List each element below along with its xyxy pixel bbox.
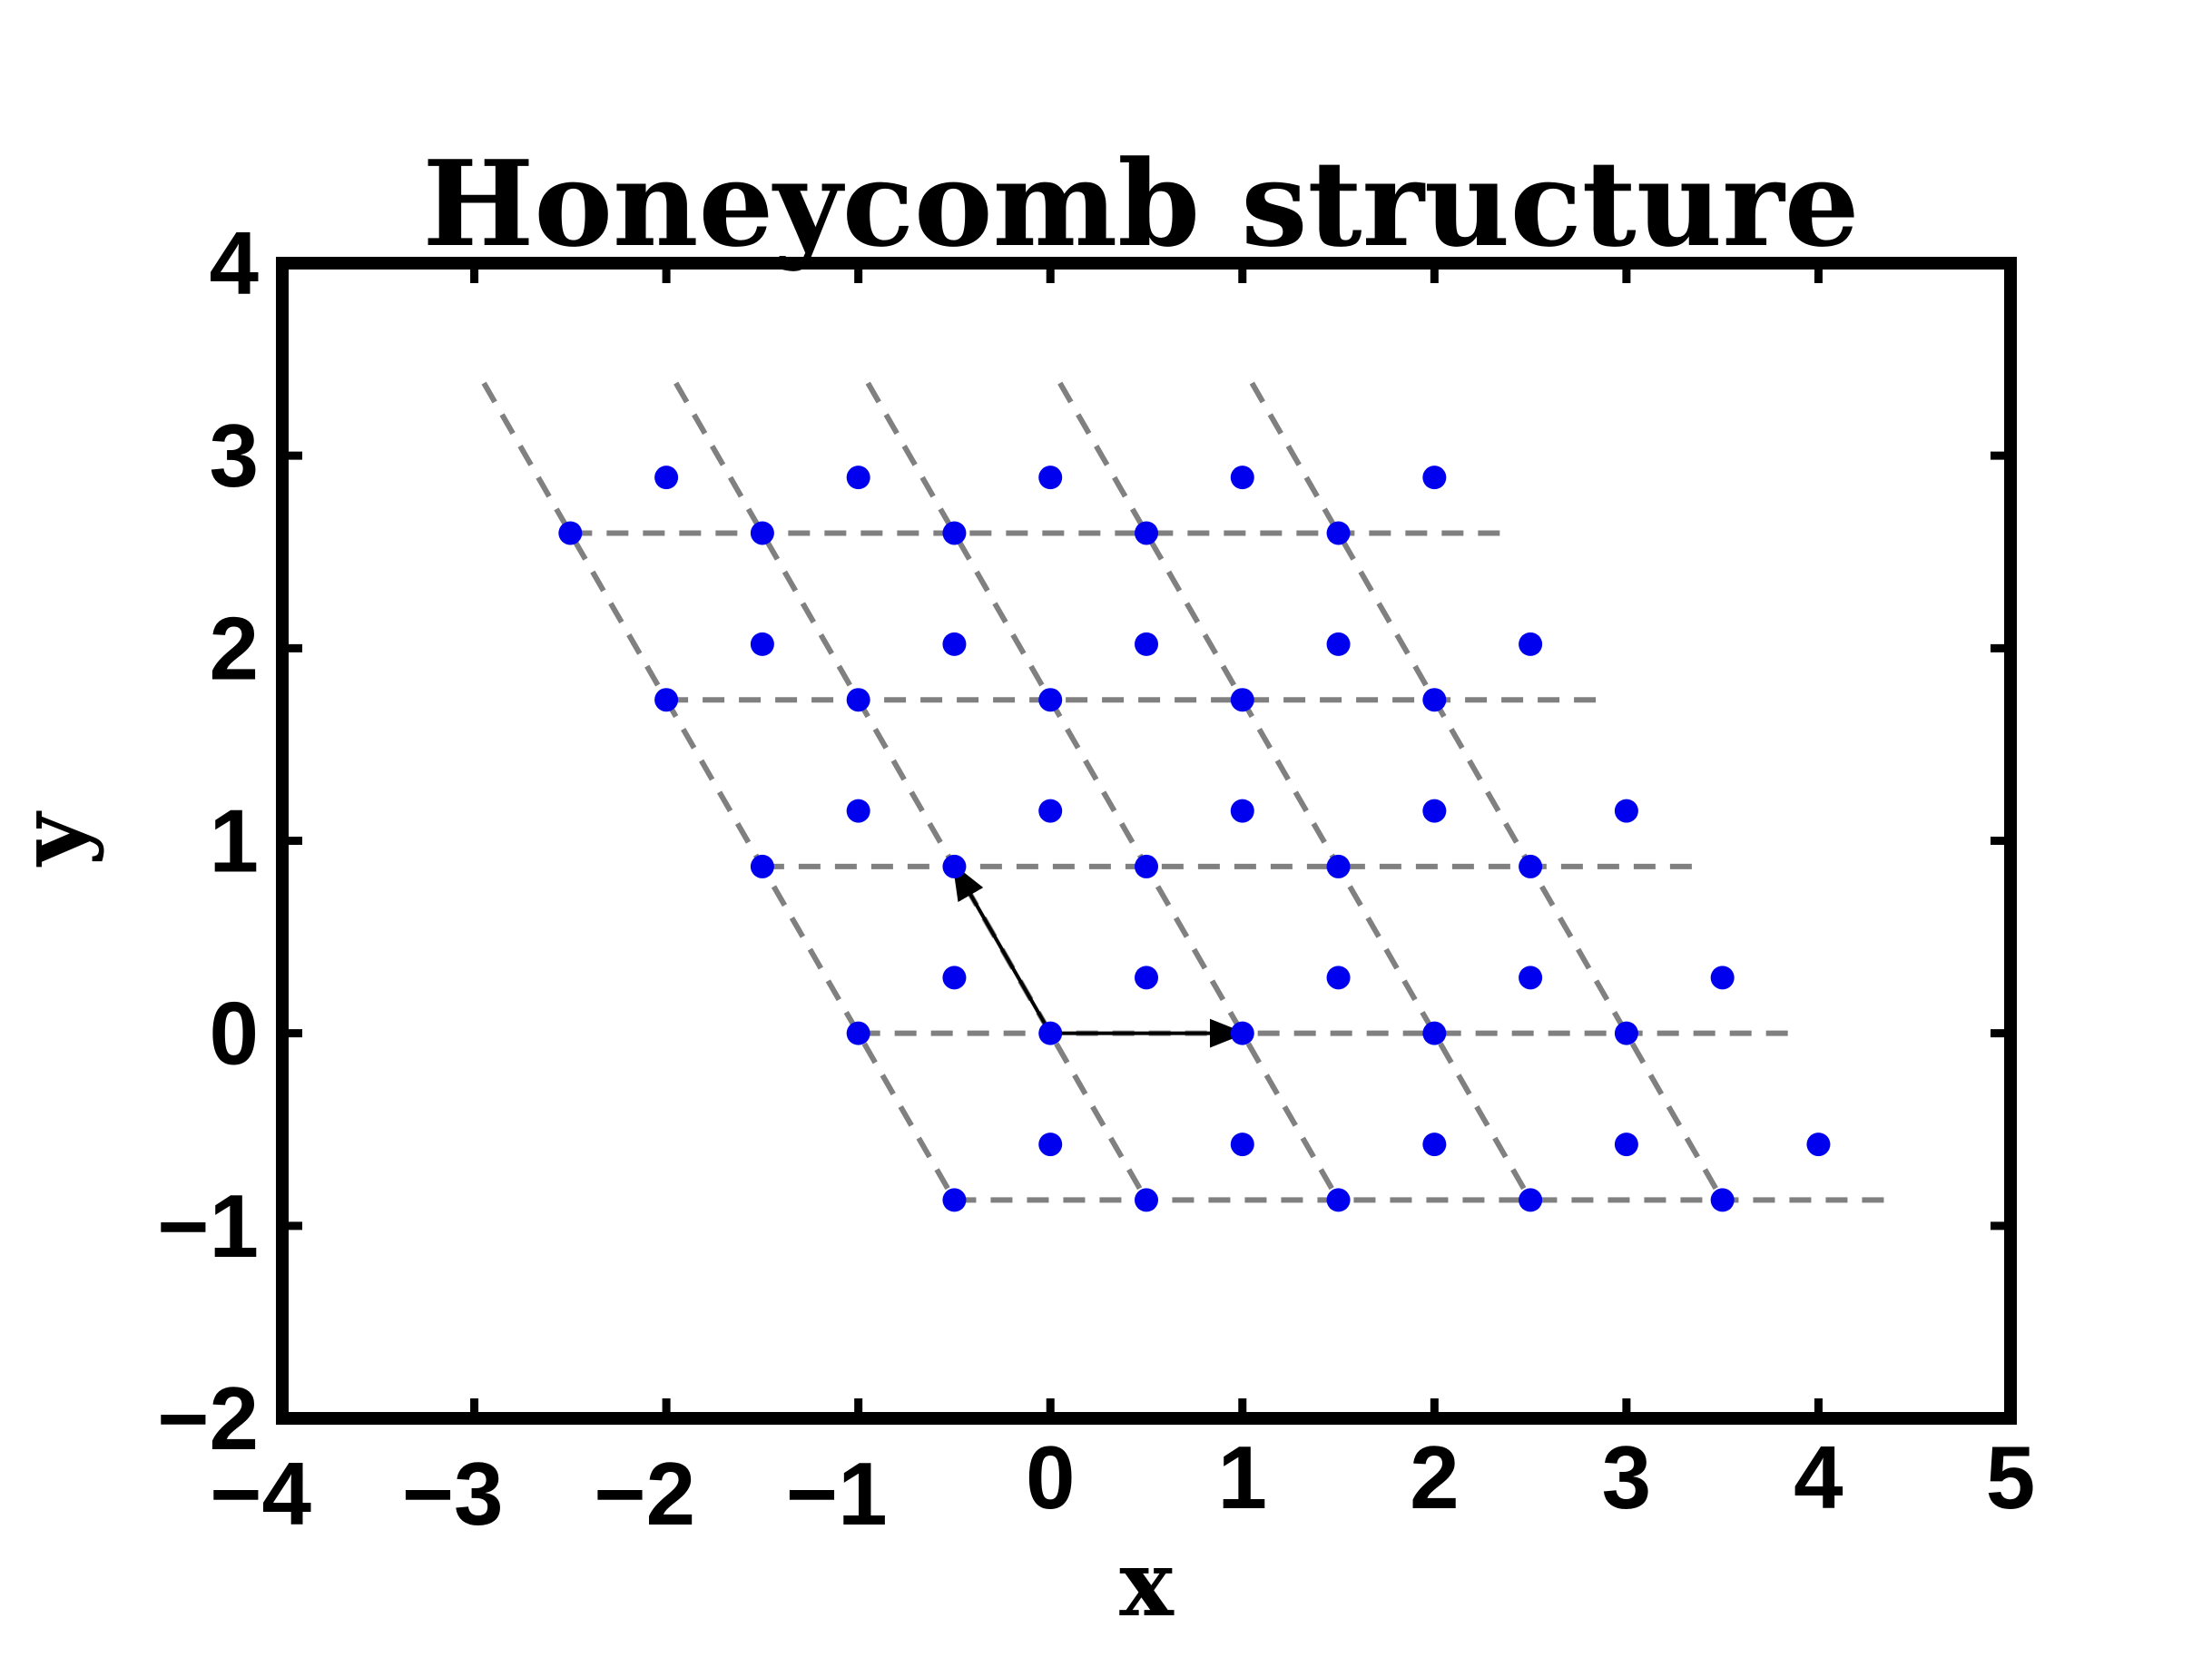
chart-title: Honeycomb structure — [422, 134, 1859, 273]
y-tick-label: 0 — [209, 984, 259, 1084]
x-tick-label: −1 — [786, 1444, 888, 1544]
data-point — [942, 632, 967, 656]
data-point — [558, 521, 583, 545]
dashed-line-6 — [673, 381, 1149, 1201]
x-tick-label: −4 — [210, 1444, 311, 1544]
data-point — [1614, 1133, 1638, 1157]
y-tick-label: 3 — [209, 406, 259, 505]
x-tick-label: −2 — [594, 1444, 695, 1544]
ticks-layer — [278, 259, 2015, 1423]
data-point — [750, 854, 774, 878]
plot-frame — [276, 257, 2017, 1425]
data-point — [1230, 1133, 1254, 1157]
data-point — [1806, 1133, 1831, 1157]
data-point — [1326, 1188, 1351, 1212]
data-point — [654, 466, 679, 490]
data-point — [1135, 632, 1158, 656]
data-point — [942, 854, 967, 878]
data-point — [1230, 688, 1254, 712]
data-point — [1038, 1021, 1063, 1045]
data-point — [1710, 1188, 1735, 1212]
data-point — [942, 521, 967, 545]
data-point — [1422, 466, 1447, 490]
x-tick-label: 2 — [1410, 1427, 1460, 1527]
x-tick-label: 5 — [1986, 1427, 2036, 1527]
data-point — [1710, 966, 1735, 990]
data-point — [846, 466, 870, 490]
lattice-vectors-layer — [952, 863, 1246, 1048]
data-point — [1519, 1188, 1543, 1212]
dashed-lines-layer — [481, 381, 1896, 1203]
data-point — [846, 1021, 870, 1045]
data-point — [1135, 1188, 1158, 1212]
data-point — [1519, 632, 1543, 656]
y-tick-labels: −2 −1 0 1 2 3 4 — [157, 213, 259, 1468]
data-point — [1326, 966, 1351, 990]
data-point — [654, 688, 679, 712]
points-layer — [558, 466, 1831, 1212]
data-point — [1326, 632, 1351, 656]
data-point — [1326, 521, 1351, 545]
x-tick-label: −3 — [402, 1444, 504, 1544]
data-point — [1519, 854, 1543, 878]
data-point — [942, 1188, 967, 1212]
x-tick-label: 0 — [1026, 1427, 1076, 1527]
data-point — [750, 632, 774, 656]
y-tick-label: −1 — [157, 1176, 259, 1276]
data-point — [1614, 1021, 1638, 1045]
data-point — [1230, 466, 1254, 490]
data-point — [1038, 799, 1063, 823]
x-tick-label: 3 — [1602, 1427, 1652, 1527]
data-point — [846, 799, 870, 823]
data-point — [1135, 854, 1158, 878]
lattice-vector-1 — [952, 863, 1052, 1035]
dashed-line-8 — [1057, 381, 1533, 1201]
data-point — [1038, 466, 1063, 490]
dashed-line-7 — [865, 381, 1342, 1201]
y-tick-label: 2 — [209, 598, 259, 698]
data-point — [1614, 799, 1638, 823]
data-point — [1038, 1133, 1063, 1157]
x-tick-label: 1 — [1218, 1427, 1268, 1527]
data-point — [1326, 854, 1351, 878]
y-tick-label: 4 — [209, 213, 259, 313]
x-axis-label: x — [1119, 1530, 1175, 1637]
dashed-line-5 — [481, 381, 958, 1201]
data-point — [1519, 966, 1543, 990]
data-point — [1135, 966, 1158, 990]
data-point — [750, 521, 774, 545]
dashed-line-9 — [1249, 381, 1725, 1201]
data-point — [1038, 688, 1063, 712]
x-tick-labels: −4 −3 −2 −1 0 1 2 3 4 5 — [210, 1427, 2035, 1544]
data-point — [1230, 799, 1254, 823]
data-point — [1422, 1133, 1447, 1157]
data-point — [1422, 688, 1447, 712]
y-axis-label: y — [0, 810, 105, 868]
x-tick-label: 4 — [1794, 1427, 1843, 1527]
data-point — [1230, 1021, 1254, 1045]
data-point — [942, 966, 967, 990]
data-point — [1135, 521, 1158, 545]
data-point — [1422, 1021, 1447, 1045]
y-tick-label: 1 — [209, 791, 259, 891]
y-tick-label: −2 — [157, 1368, 259, 1468]
data-point — [1422, 799, 1447, 823]
data-point — [846, 688, 870, 712]
